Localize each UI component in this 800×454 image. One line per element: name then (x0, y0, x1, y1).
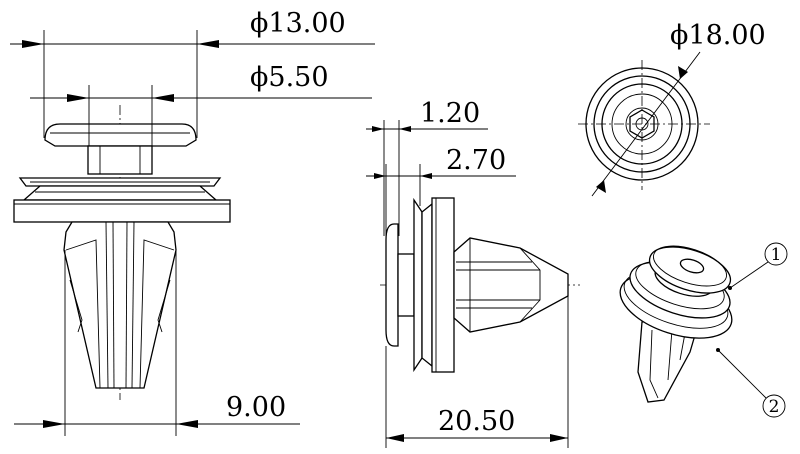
dim-head-thickness: 1.20 (420, 98, 480, 129)
dim-shank-diameter: ϕ5.50 (250, 62, 329, 93)
neck (87, 145, 153, 175)
legs (63, 221, 177, 389)
isometric-view: 1 2 (619, 242, 788, 418)
front-view: ϕ13.00 ϕ5.50 9.00 (10, 8, 375, 436)
top-view: ϕ18.00 (578, 20, 766, 197)
cap-head (44, 123, 197, 147)
side-cap-head (385, 223, 399, 347)
callout-2-label: 2 (769, 397, 780, 417)
dim-leg-width: 9.00 (226, 392, 286, 423)
iso-cap-head (648, 246, 732, 294)
side-view: 1.20 2.70 20.50 (366, 98, 580, 448)
side-flange (431, 197, 455, 373)
dim-overall-length: 20.50 (438, 406, 515, 437)
dim-head-diameter: ϕ13.00 (250, 8, 346, 39)
side-legs (453, 237, 569, 333)
callout-1-label: 1 (771, 245, 782, 265)
flange (13, 199, 231, 223)
callout-1 (764, 242, 788, 266)
callout-2 (762, 394, 786, 418)
dim-flange-diameter: ϕ18.00 (670, 20, 766, 51)
dim-flange-thickness: 2.70 (446, 145, 506, 176)
top-flange-outline (585, 67, 699, 181)
